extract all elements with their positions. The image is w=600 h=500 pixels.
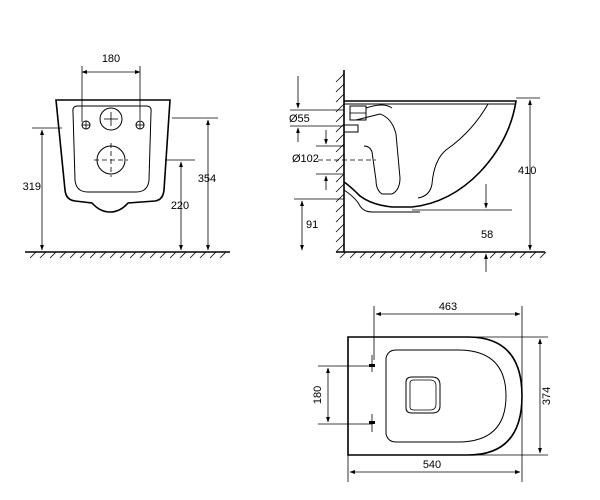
- front-dim-width: 180: [81, 53, 141, 122]
- top-dim-width-label: 374: [541, 387, 553, 405]
- front-dim-outlet-height-label: 220: [171, 200, 189, 212]
- side-trap: [363, 113, 401, 195]
- top-inner-rim: [385, 349, 507, 443]
- top-dim-width: 374: [468, 336, 553, 456]
- front-fixing-bolt-right: [135, 120, 145, 130]
- front-dim-fixing-height: 354: [172, 117, 218, 251]
- side-dim-outlet: Ø102: [292, 130, 344, 190]
- top-dim-fixing-spacing-label: 180: [312, 386, 324, 404]
- top-bowl-opening: [405, 376, 441, 414]
- front-dim-width-label: 180: [102, 53, 120, 65]
- front-inner-outline: [72, 105, 152, 193]
- side-dim-outlet-label: Ø102: [292, 153, 319, 165]
- front-floor: [25, 251, 230, 259]
- front-dim-fixing-height-label: 354: [198, 173, 216, 185]
- top-bowl-outline: [347, 336, 523, 456]
- side-wall: [335, 70, 345, 253]
- front-dim-total-height-label: 319: [23, 181, 41, 193]
- side-outlet-pipe: [343, 189, 420, 213]
- side-dim-bottom-clearance-label: 58: [481, 229, 493, 241]
- top-fixing-upper: [369, 355, 375, 372]
- outlet-circle: [94, 143, 128, 177]
- front-bowl-outline: [55, 99, 171, 213]
- front-fixing-bolt-left: [81, 120, 91, 130]
- top-dim-bowl-length-label: 463: [439, 301, 457, 313]
- top-dim-bowl-length: 463: [373, 301, 523, 390]
- side-inlet-fitting: [344, 104, 393, 133]
- side-bowl-outline: [343, 100, 517, 208]
- side-dim-inlet-label: Ø55: [289, 113, 310, 125]
- top-view: 463 180 374 540: [312, 301, 553, 482]
- top-dim-total-length: 540: [347, 400, 523, 482]
- top-dim-fixing-spacing: 180: [312, 365, 372, 425]
- top-dim-total-length-label: 540: [423, 459, 441, 471]
- top-fixing-lower: [369, 414, 375, 432]
- side-view: Ø55 Ø102 91 410 58: [289, 70, 547, 272]
- side-dim-bottom-clearance: 58: [412, 184, 512, 272]
- side-dim-inlet: Ø55: [289, 76, 344, 142]
- side-bowl-inner: [417, 103, 489, 199]
- side-dim-outlet-floor: 91: [294, 198, 344, 251]
- front-dim-outlet-height: 220: [165, 159, 195, 251]
- side-dim-rim-height-label: 410: [518, 165, 536, 177]
- front-dim-total-height: 319: [23, 127, 62, 251]
- side-dim-rim-height: 410: [516, 97, 540, 251]
- inlet-circle: [99, 107, 123, 131]
- side-dim-outlet-floor-label: 91: [306, 219, 318, 231]
- side-floor: [336, 251, 547, 259]
- front-view: 180 319 220 354: [23, 53, 230, 259]
